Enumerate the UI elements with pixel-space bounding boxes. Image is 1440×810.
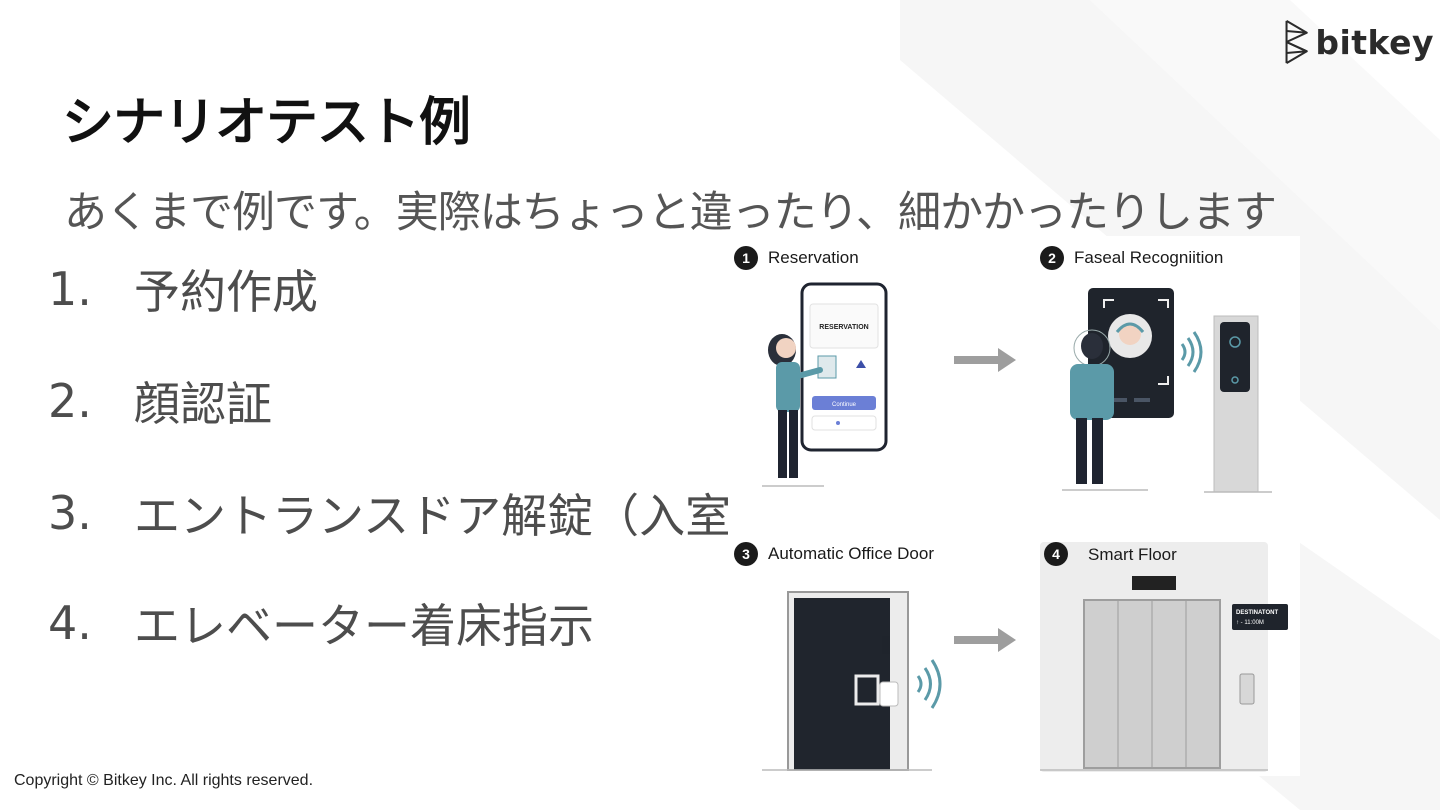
step-badge: 3 xyxy=(734,542,758,566)
step-badge: 4 xyxy=(1052,546,1060,562)
destination-sign-line1: DESTINATONT xyxy=(1236,610,1278,616)
step-item: 3. エントランスドア解錠（入室） xyxy=(48,480,777,546)
panel-title-reservation: 1 Reservation xyxy=(734,246,859,270)
scenario-illustration: 1 Reservation 2 Faseal Recogniition 3 Au… xyxy=(728,236,1300,776)
office-door-illustration xyxy=(762,591,932,771)
step-number: 3. xyxy=(48,486,92,540)
step-number: 2. xyxy=(48,374,92,428)
panel-title: Smart Floor xyxy=(1088,545,1177,564)
step-badge: 2 xyxy=(1040,246,1064,270)
logo-wordmark: bitkey xyxy=(1315,22,1434,62)
destination-sign: DESTINATONT ↑ - 11:00M xyxy=(1232,604,1288,630)
wireless-signal-icon xyxy=(1180,331,1203,373)
step-label: 顔認証 xyxy=(134,377,272,431)
step-item: 2. 顔認証 xyxy=(48,368,272,434)
arrow-icon xyxy=(954,628,1016,652)
step-item: 1. 予約作成 xyxy=(48,256,318,322)
person-with-phone-illustration xyxy=(762,334,824,487)
panel-title: Faseal Recogniition xyxy=(1074,248,1224,267)
step-label: 予約作成 xyxy=(134,265,318,319)
copyright-text: Copyright © Bitkey Inc. All rights reser… xyxy=(14,772,314,789)
page-title: シナリオテスト例 xyxy=(62,93,471,153)
panel-title-face-recognition: 2 Faseal Recogniition xyxy=(1040,246,1223,270)
step-label: エントランスドア解錠（入室） xyxy=(134,489,778,543)
bitkey-logo-mark-icon xyxy=(1285,20,1308,64)
panel-title-office-door: 3 Automatic Office Door xyxy=(734,542,934,566)
panel-title: Reservation xyxy=(768,248,859,267)
destination-sign-line2: ↑ - 11:00M xyxy=(1236,620,1264,626)
elevator-illustration: 4 Smart Floor xyxy=(1040,542,1268,772)
phone-continue-button: Continue xyxy=(832,402,857,408)
bitkey-logo: bitkey xyxy=(1284,12,1434,72)
person-at-scanner-illustration xyxy=(1062,329,1148,491)
subtitle: あくまで例です。実際はちょっと違ったり、細かかったりします xyxy=(64,188,1277,238)
step-number: 4. xyxy=(48,596,92,650)
access-terminal-illustration xyxy=(1204,315,1272,493)
panel-title: Automatic Office Door xyxy=(768,544,934,563)
step-badge: 1 xyxy=(734,246,758,270)
phone-heading: RESERVATION xyxy=(819,324,868,331)
phone-illustration: RESERVATION Continue xyxy=(800,282,888,452)
step-label: エレベーター着床指示 xyxy=(134,599,594,653)
door-wireless-signal-icon xyxy=(916,659,942,709)
step-number: 1. xyxy=(48,262,92,316)
illustration-drawing: RESERVATION Continue xyxy=(762,282,1288,772)
arrow-icon xyxy=(954,348,1016,372)
step-item: 4. エレベーター着床指示 xyxy=(48,590,594,656)
